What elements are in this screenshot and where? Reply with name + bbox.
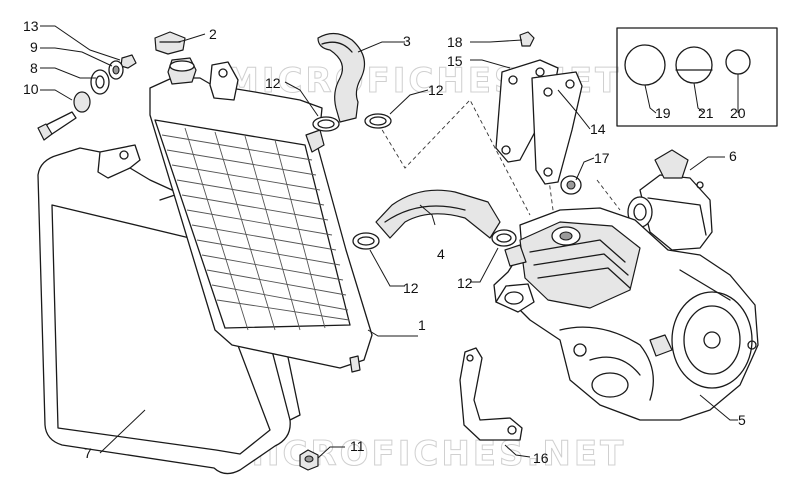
callout-7: 7: [84, 445, 92, 461]
callout-12-d: 12: [457, 275, 473, 291]
callout-10: 10: [23, 81, 39, 97]
callout-13: 13: [23, 18, 39, 34]
callout-12-a: 12: [265, 75, 281, 91]
nut-18: [519, 31, 535, 47]
seal-20: [725, 49, 751, 75]
radiator: [149, 57, 373, 373]
alignment-lines: [374, 99, 621, 226]
bolt-stack: [37, 54, 137, 141]
carburetor: [627, 149, 713, 251]
nut-13: [120, 54, 137, 69]
engine-brackets: [495, 31, 583, 185]
callout-19: 19: [655, 105, 671, 121]
callout-8: 8: [30, 60, 38, 76]
grommet-8: [90, 69, 110, 95]
callout-6: 6: [729, 148, 737, 164]
callout-5: 5: [738, 412, 746, 428]
callout-labels: 2 3 1 4 5 6 7 8 9 10 11 12 12 12 12 13 1…: [23, 18, 746, 466]
callout-12-b: 12: [428, 82, 444, 98]
callout-14: 14: [590, 121, 606, 137]
callout-15: 15: [447, 53, 463, 69]
radiator-cap: [154, 31, 186, 55]
upper-hose: [317, 32, 366, 123]
hose-clamp-b: [364, 113, 392, 129]
washer-10: [73, 91, 91, 113]
callout-20: 20: [730, 105, 746, 121]
hose-clamp-d: [491, 229, 517, 247]
hose-clamp-c: [352, 232, 380, 250]
engine: [493, 207, 759, 421]
radiator-fins: [161, 127, 350, 331]
leader-lines: [40, 25, 739, 459]
callout-9: 9: [30, 39, 38, 55]
callout-17: 17: [594, 150, 610, 166]
support-bracket: [459, 347, 523, 441]
seal-21: [675, 46, 713, 84]
hose-clamps: [312, 113, 517, 250]
rubber-mount: [560, 175, 582, 195]
callout-4: 4: [437, 246, 445, 262]
callout-3: 3: [403, 33, 411, 49]
callout-11: 11: [350, 438, 365, 454]
callout-16: 16: [533, 450, 549, 466]
callout-21: 21: [698, 105, 714, 121]
callout-1: 1: [418, 317, 426, 333]
lower-hose: [375, 189, 501, 239]
bracket-14: [531, 71, 583, 185]
watermark-bottom: MICROFICHES.NET: [230, 434, 626, 474]
hose-clamp-a: [312, 116, 340, 132]
nut-11: [299, 449, 319, 471]
seal-19: [624, 44, 666, 86]
callout-12-c: 12: [403, 280, 419, 296]
inset-box: [616, 27, 778, 127]
callout-2: 2: [209, 26, 217, 42]
callout-18: 18: [447, 34, 463, 50]
